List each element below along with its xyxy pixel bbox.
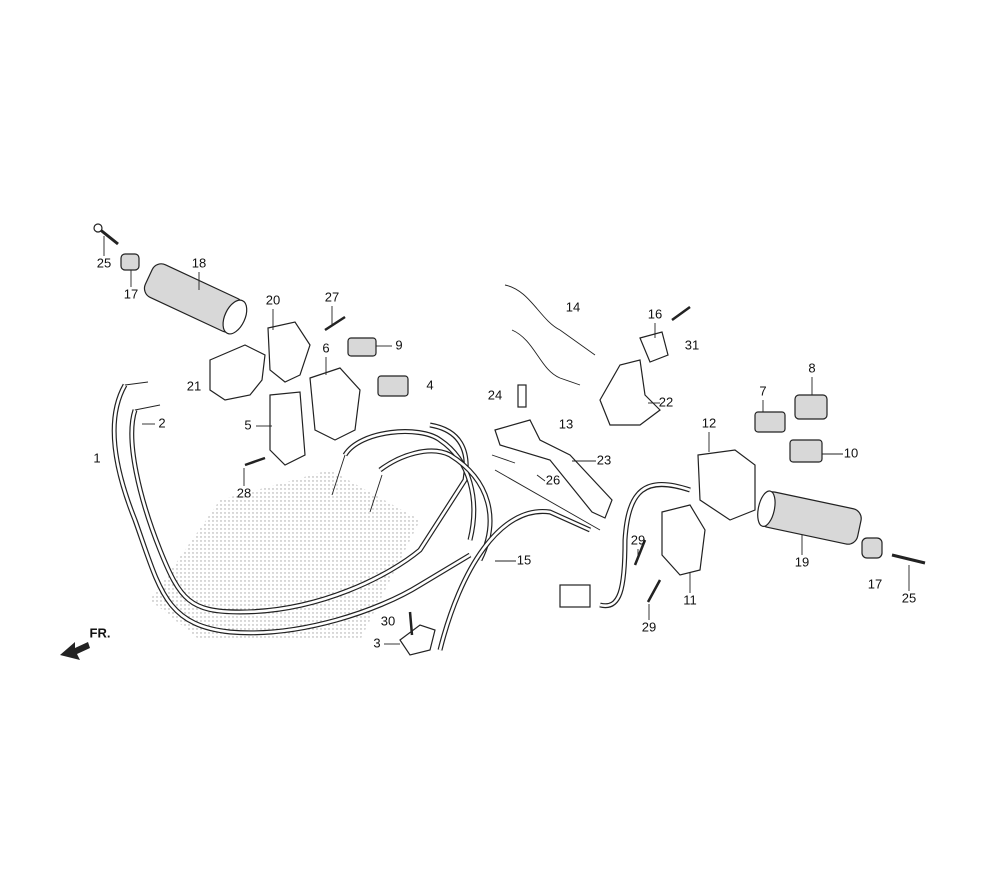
callout-20: 20 xyxy=(266,292,280,307)
callout-10: 10 xyxy=(844,445,858,460)
bracket-3 xyxy=(399,624,436,656)
wire-14 xyxy=(504,284,596,386)
callout-28: 28 xyxy=(237,485,251,500)
front-arrow: FR. xyxy=(60,625,110,660)
callout-31: 31 xyxy=(685,337,699,352)
callout-1: 1 xyxy=(93,450,100,465)
callout-15: 15 xyxy=(517,552,531,567)
callout-9: 9 xyxy=(395,337,402,352)
callout-21: 21 xyxy=(187,378,201,393)
bolt-25-left xyxy=(93,223,119,246)
throttle-grip-18[interactable] xyxy=(141,261,251,338)
switch-9 xyxy=(347,337,377,357)
bolt-25-right xyxy=(891,553,926,565)
callout-25-right: 25 xyxy=(902,590,916,605)
housing-21 xyxy=(209,344,266,401)
throttle-cable-1[interactable] xyxy=(111,381,472,636)
callout-25-left: 25 xyxy=(97,255,111,270)
callout-30: 30 xyxy=(381,613,395,628)
callout-6: 6 xyxy=(322,340,329,355)
callout-7: 7 xyxy=(759,383,766,398)
callout-5: 5 xyxy=(244,417,251,432)
clamp-16 xyxy=(639,331,669,363)
callout-22: 22 xyxy=(659,394,673,409)
callout-16: 16 xyxy=(648,306,662,321)
callout-18: 18 xyxy=(192,255,206,270)
callout-11: 11 xyxy=(683,592,697,607)
housing-5 xyxy=(269,391,306,466)
grip-end-17-left xyxy=(120,253,140,271)
screw-29-b xyxy=(646,579,662,603)
screw-27 xyxy=(324,315,346,332)
screw-28 xyxy=(244,456,266,467)
callout-19: 19 xyxy=(795,554,809,569)
grip-end-17-right xyxy=(861,537,883,559)
callout-29-a: 29 xyxy=(631,532,645,547)
switch-7 xyxy=(754,411,786,433)
lever-bracket-22 xyxy=(599,359,661,426)
callout-2: 2 xyxy=(158,415,165,430)
screw-31 xyxy=(671,305,691,322)
callout-14: 14 xyxy=(566,299,580,314)
callout-27: 27 xyxy=(325,289,339,304)
housing-6 xyxy=(309,367,361,441)
grip-19 xyxy=(757,490,862,545)
switch-10 xyxy=(789,439,823,463)
callout-29-b: 29 xyxy=(642,619,656,634)
screw-29-a xyxy=(633,539,647,566)
switch-housing-12 xyxy=(697,449,756,521)
leader-lines xyxy=(103,236,910,645)
shadow-stipple xyxy=(150,470,420,640)
callouts: 1 2 3 4 5 6 7 8 9 10 11 12 13 14 15 16 1… xyxy=(93,255,916,650)
housing-20 xyxy=(267,321,311,383)
front-label: FR. xyxy=(90,625,111,640)
callout-13: 13 xyxy=(559,416,573,431)
screw-30 xyxy=(408,611,414,636)
callout-24: 24 xyxy=(488,387,502,402)
switch-4 xyxy=(377,375,409,397)
switch-8 xyxy=(794,394,828,420)
callout-12: 12 xyxy=(702,415,716,430)
callout-4: 4 xyxy=(426,377,433,392)
callout-8: 8 xyxy=(808,360,815,375)
cable-15[interactable] xyxy=(437,482,691,651)
callout-23: 23 xyxy=(597,452,611,467)
pin-24 xyxy=(517,384,527,408)
connector xyxy=(559,584,591,608)
callout-26: 26 xyxy=(546,472,560,487)
callout-17-left: 17 xyxy=(124,286,138,301)
callout-17-right: 17 xyxy=(868,576,882,591)
cover-11 xyxy=(661,504,706,576)
lever-23[interactable] xyxy=(494,419,613,519)
callout-3: 3 xyxy=(373,635,380,650)
cable-upper-loop xyxy=(331,429,493,562)
